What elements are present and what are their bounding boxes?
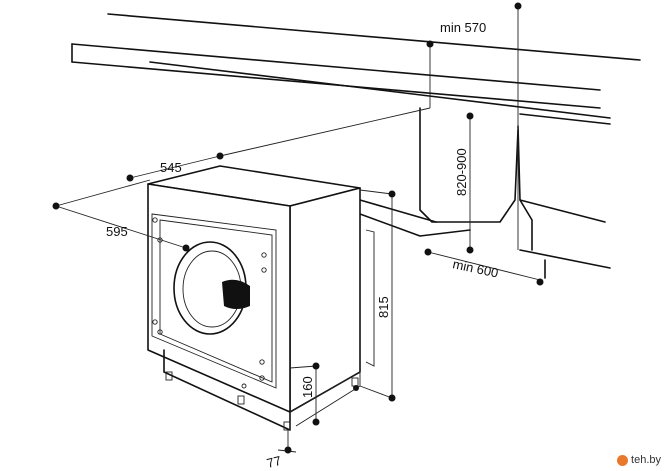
watermark: teh.by xyxy=(614,453,664,467)
logo-icon xyxy=(617,454,629,466)
washing-machine xyxy=(147,165,375,431)
cabinet-left xyxy=(359,107,519,237)
label-545: 545 xyxy=(160,160,182,175)
door-handle xyxy=(222,279,250,309)
label-595: 595 xyxy=(106,224,128,239)
label-77: 77 xyxy=(265,453,283,471)
worktop xyxy=(71,13,641,125)
dimension-labels: min 570 820-900 min 600 545 595 815 160 … xyxy=(106,20,500,471)
label-min-570: min 570 xyxy=(440,20,486,35)
dimension-lines xyxy=(52,2,544,454)
watermark-text: teh.by xyxy=(631,454,661,466)
label-160: 160 xyxy=(300,376,315,398)
label-815: 815 xyxy=(376,296,391,318)
label-820-900: 820-900 xyxy=(454,148,469,196)
label-min-600: min 600 xyxy=(451,256,499,280)
cabinet-right xyxy=(517,125,611,279)
